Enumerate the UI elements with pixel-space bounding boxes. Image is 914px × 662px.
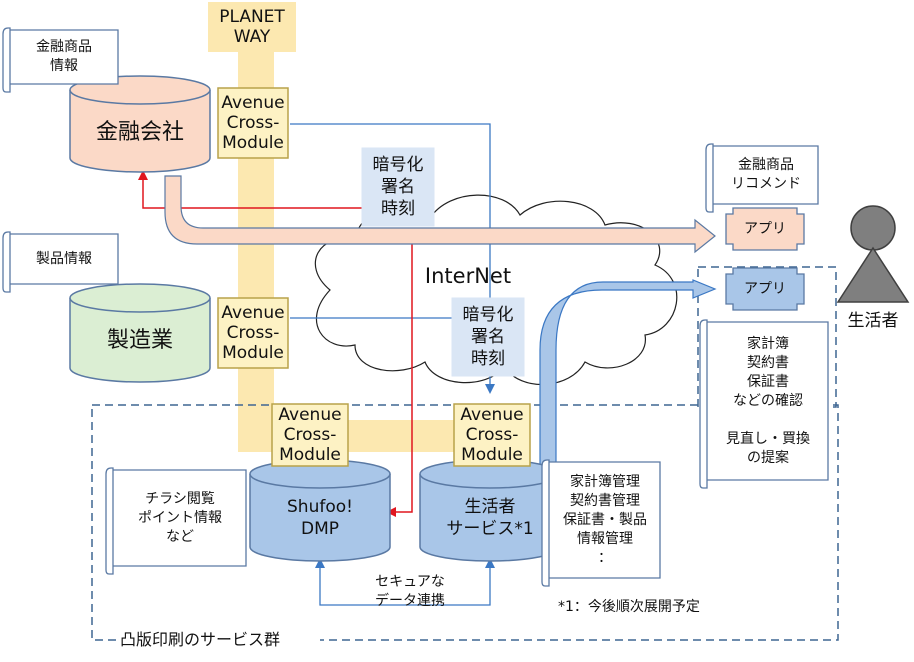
shufoo-dmp-cylinder [249,459,391,562]
product-info-scroll: 製品情報 [36,250,92,267]
crypto-label-top: 暗号化 署名 時刻 [372,155,424,219]
avenue-module-service: Avenue Cross- Module [460,405,524,465]
red-arrows [142,178,413,517]
toppan-services-group-border [91,404,839,641]
app-badge-bottom: アプリ [744,280,786,297]
app-badges [725,207,805,311]
scroll-shapes [2,27,829,587]
planet-way-label: PLANET WAY [219,7,285,47]
service-to-app-arrow [539,279,717,471]
crypto-label-bottom: 暗号化 署名 時刻 [462,305,514,369]
consumer-label: 生活者 [847,311,899,331]
shufoo-dmp-label: Shufoo! DMP [287,497,353,539]
crypto-boxes [361,147,525,377]
red-arrow-head-finance [138,170,148,180]
secure-link-arrow-left [315,558,325,568]
avenue-module-boxes [217,87,531,467]
group-label: 凸版印刷のサービス群 [120,628,320,652]
consumer-app-group-border [697,266,837,408]
internet-label: InterNet [424,264,512,288]
recommend-scroll: 金融商品 リコメンド [731,157,801,192]
confirm-scroll: 家計簿 契約書 保証書 などの確認 見直し・買換 の提案 [726,335,810,466]
manufacturing-label: 製造業 [106,328,173,353]
app-badge-top: アプリ [744,220,786,237]
secure-link-label: セキュアな データ連携 [375,574,445,609]
avenue-module-shufoo: Avenue Cross- Module [278,405,342,465]
finance-company-label: 金融会社 [95,120,184,145]
lifestyle-service-cylinder [419,459,561,562]
footnote: *1：今後順次展開予定 [558,598,700,615]
consumer-person-icon [836,205,910,303]
finance-to-app-arrow [164,175,716,254]
manufacturing-cylinder [69,283,211,383]
avenue-module-finance: Avenue Cross- Module [221,93,285,153]
lifestyle-service-label: 生活者 サービス*1 [446,497,534,539]
finance-info-scroll: 金融商品 情報 [36,39,92,74]
service-mgmt-scroll: 家計簿管理 契約書管理 保証書・製品 情報管理 ： [563,473,647,566]
flyer-scroll: チラシ閲覧 ポイント情報 など [138,490,222,545]
secure-link-arrow-right [485,558,495,568]
avenue-module-manufacturing: Avenue Cross- Module [221,303,285,363]
